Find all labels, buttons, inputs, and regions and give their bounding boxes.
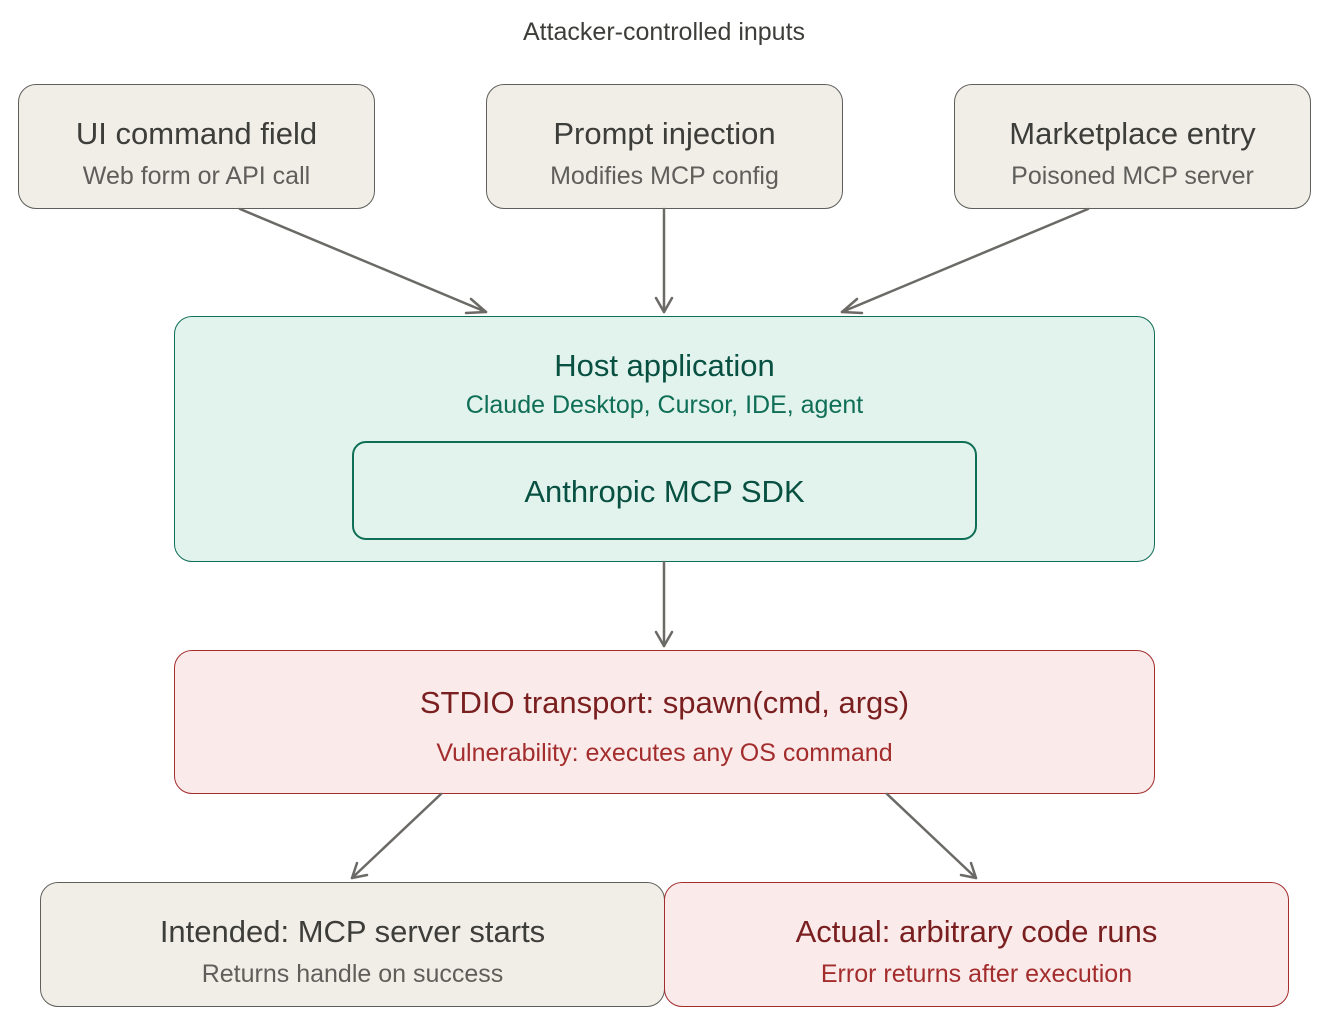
arrowhead: [350, 861, 369, 880]
input-marketplace-entry: Marketplace entry Poisoned MCP server: [954, 84, 1311, 209]
arrow-marketplace-to-host: [840, 207, 1090, 314]
arrowhead: [464, 297, 488, 315]
host-subtitle: Claude Desktop, Cursor, IDE, agent: [465, 391, 864, 419]
input-title: UI command field: [75, 116, 318, 151]
sdk-label: Anthropic MCP SDK: [524, 474, 805, 509]
input-subtitle: Modifies MCP config: [550, 162, 779, 190]
input-subtitle: Poisoned MCP server: [1011, 162, 1254, 190]
transport-title: STDIO transport: spawn(cmd, args): [419, 685, 910, 720]
actual-subtitle: Error returns after execution: [820, 960, 1133, 988]
mcp-sdk-box: Anthropic MCP SDK: [352, 441, 977, 540]
actual-title: Actual: arbitrary code runs: [795, 914, 1158, 949]
intended-title: Intended: MCP server starts: [159, 914, 546, 949]
arrow-ui-to-host: [238, 207, 488, 314]
stdio-transport-box: STDIO transport: spawn(cmd, args) Vulner…: [174, 650, 1155, 794]
input-ui-command-field: UI command field Web form or API call: [18, 84, 375, 209]
input-prompt-injection: Prompt injection Modifies MCP config: [486, 84, 843, 209]
input-title: Marketplace entry: [1009, 116, 1256, 151]
arrowhead: [654, 296, 674, 314]
actual-outcome-box: Actual: arbitrary code runs Error return…: [664, 882, 1289, 1007]
intended-subtitle: Returns handle on success: [201, 960, 504, 988]
arrowhead: [959, 861, 978, 880]
arrow-transport-to-intended: [350, 792, 443, 880]
host-title: Host application: [554, 348, 775, 383]
arrow-transport-to-actual: [885, 792, 978, 880]
intended-outcome-box: Intended: MCP server starts Returns hand…: [40, 882, 665, 1007]
arrowhead: [654, 630, 674, 648]
input-title: Prompt injection: [553, 116, 776, 151]
diagram-title: Attacker-controlled inputs: [522, 18, 806, 46]
input-subtitle: Web form or API call: [82, 162, 311, 190]
transport-subtitle: Vulnerability: executes any OS command: [436, 739, 893, 767]
arrowhead: [840, 297, 864, 315]
